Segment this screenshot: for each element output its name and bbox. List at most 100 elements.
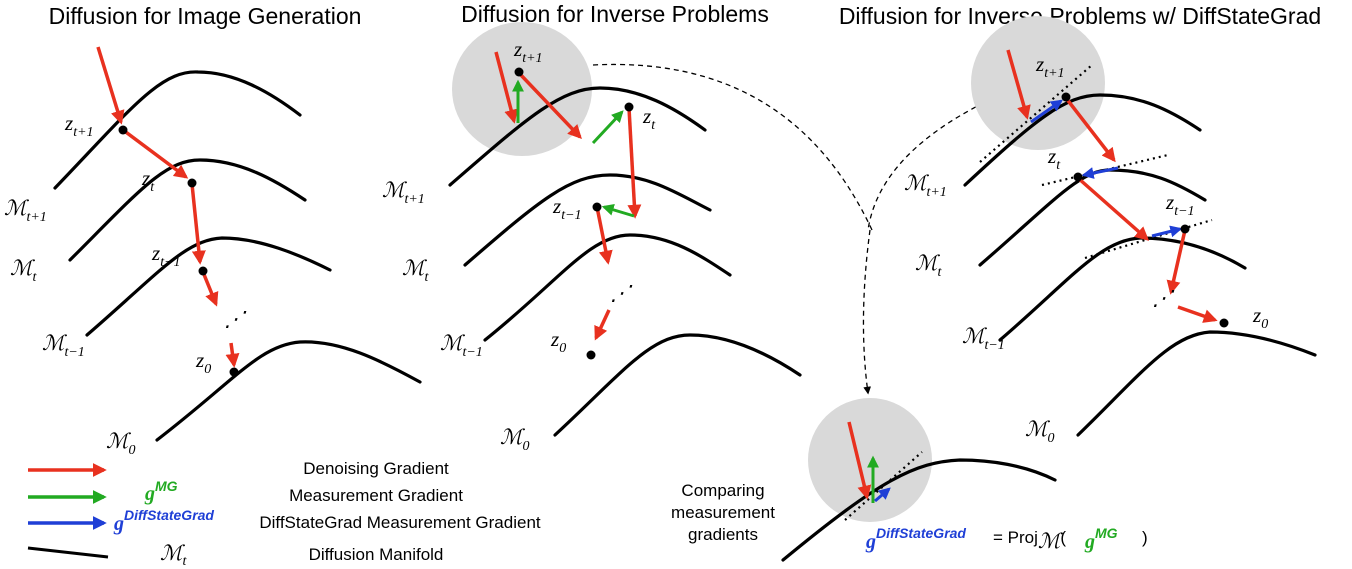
label-manifold: ℳ0 [1025, 417, 1054, 446]
diffstategrad-arrow [874, 487, 891, 503]
denoising-arrow [494, 51, 518, 124]
state-point [198, 266, 208, 276]
denoising-arrow [121, 128, 189, 179]
label-z: zt−1 [151, 241, 181, 270]
connector-to-compare [862, 229, 872, 395]
denoising-arrow [1006, 49, 1031, 120]
label-manifold: ℳt−1 [962, 324, 1005, 353]
manifold-curve [483, 233, 732, 342]
label-manifold: ℳt+1 [4, 196, 47, 225]
label-z: zt+1 [64, 111, 94, 140]
denoising-arrow [595, 206, 613, 265]
label-z: zt−1 [1165, 190, 1195, 219]
state-point [586, 350, 596, 360]
proj-equation: = Projℳ( [993, 528, 1066, 553]
diffstategrad-arrow [1081, 166, 1119, 179]
label-manifold: ℳ0 [500, 425, 529, 454]
denoising-arrow [190, 183, 206, 265]
continuation-dots: ⋰ [224, 307, 247, 331]
denoising-arrow [847, 421, 872, 500]
continuation-dots: ⋰ [1152, 286, 1175, 310]
title-inverse-problems: Diffusion for Inverse Problems [461, 1, 769, 27]
state-point [1219, 318, 1229, 328]
tangent-line [844, 451, 923, 521]
denoising-arrow [1076, 176, 1150, 241]
legend-manifold-symbol: ℳt [160, 541, 187, 569]
label-manifold: ℳt−1 [42, 331, 85, 360]
measurement-arrow [591, 110, 624, 145]
state-point [1061, 92, 1071, 102]
state-point [514, 67, 524, 77]
label-z: zt [1047, 144, 1061, 173]
tangent-line [979, 64, 1093, 163]
title-image-generation: Diffusion for Image Generation [49, 3, 362, 29]
diffstategrad-arrow [1151, 225, 1183, 238]
state-point [1180, 224, 1190, 234]
title-diffstategrad: Diffusion for Inverse Problems w/ DiffSt… [839, 3, 1321, 29]
state-point [1073, 172, 1083, 182]
legend-manifold-label: Diffusion Manifold [309, 545, 444, 564]
label-z: z0 [195, 348, 211, 377]
legend-denoising-label: Denoising Gradient [303, 459, 449, 478]
manifold-curve [53, 70, 302, 190]
label-z: z0 [1252, 303, 1268, 332]
label-z: zt [141, 166, 155, 195]
label-z: zt+1 [1035, 52, 1065, 81]
denoising-arrow [1166, 229, 1187, 295]
manifold-curve [68, 158, 307, 262]
g-diffstategrad-symbol: gDiffStateGrad [865, 525, 966, 553]
denoising-arrow [201, 271, 219, 307]
state-point [118, 125, 128, 135]
label-manifold: ℳt−1 [440, 331, 483, 360]
state-point [229, 367, 239, 377]
label-z: zt−1 [552, 194, 582, 223]
denoising-arrow [225, 342, 240, 368]
manifold-curve [963, 93, 1202, 187]
connector-middle-to-compare [592, 63, 873, 231]
state-point [187, 178, 197, 188]
highlight-region [971, 16, 1105, 150]
denoising-arrow [594, 309, 611, 341]
continuation-dots: ⋰ [610, 281, 633, 305]
compare-caption-line2: measurement [671, 503, 775, 522]
compare-caption-line3: gradients [688, 525, 758, 544]
legend-diffstategrad-label: DiffStateGrad Measurement Gradient [259, 513, 541, 532]
label-z: z0 [550, 327, 566, 356]
manifold-curve [463, 173, 712, 267]
label-manifold: ℳt [915, 251, 942, 280]
g-mg-symbol: gMG [1084, 525, 1118, 553]
label-manifold: ℳt+1 [904, 171, 947, 200]
panel-image-generation: zt+1 zt zt−1 z0 ⋰ ℳt+1 ℳt ℳt−1 ℳ0 [4, 46, 422, 458]
manifold-curve [85, 236, 332, 337]
state-point [592, 202, 602, 212]
legend: gMG gDiffStateGrad ℳt Denoising Gradient… [27, 459, 541, 569]
state-point [624, 102, 634, 112]
legend-g-mg: gMG [144, 478, 178, 505]
denoising-arrow [96, 46, 125, 125]
manifold-curve [553, 333, 802, 437]
manifold-curve [998, 236, 1247, 342]
label-manifold: ℳ0 [106, 429, 135, 458]
comparison-inset: Comparing measurement gradients gDiffSta… [671, 398, 1148, 562]
manifold-curve [155, 340, 422, 442]
legend-measurement-label: Measurement Gradient [289, 486, 463, 505]
label-z: zt+1 [513, 37, 543, 66]
denoising-arrow [1177, 305, 1218, 323]
legend-g-diffstategrad: gDiffStateGrad [113, 507, 214, 535]
manifold-curve [781, 458, 1057, 562]
measurement-arrow [601, 204, 635, 218]
proj-close-paren: ) [1142, 528, 1148, 547]
denoising-arrow [1064, 96, 1116, 163]
compare-caption-line1: Comparing [681, 481, 764, 500]
label-manifold: ℳt [402, 256, 429, 285]
label-z: zt [642, 104, 656, 133]
legend-manifold-line [27, 546, 109, 559]
denoising-arrow [627, 107, 642, 219]
label-manifold: ℳt [10, 256, 37, 285]
diffstategrad-arrow [1030, 99, 1063, 124]
tangent-line [1084, 218, 1213, 260]
panel-diffstategrad: zt+1 zt zt−1 z0 ⋰ ℳt+1 ℳt ℳt−1 ℳ0 [904, 16, 1317, 446]
label-manifold: ℳt+1 [382, 178, 425, 207]
manifold-curve [978, 168, 1207, 267]
